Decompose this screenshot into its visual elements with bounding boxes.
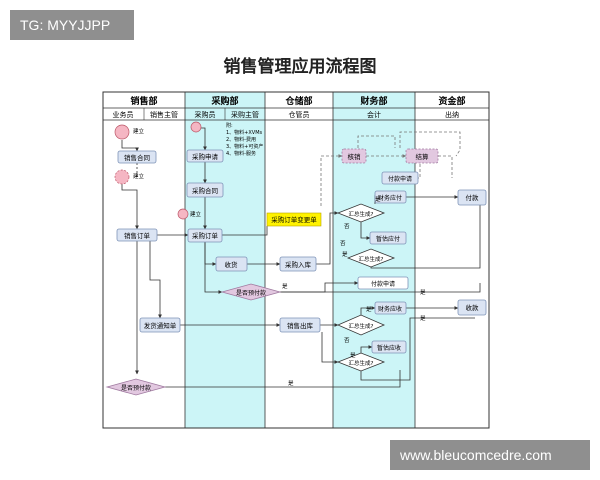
svg-text:汇总生成?: 汇总生成? bbox=[349, 359, 374, 367]
node-purchase-contract: 采购合同 bbox=[186, 182, 224, 198]
svg-text:销售出库: 销售出库 bbox=[287, 321, 314, 330]
svg-text:财务应付: 财务应付 bbox=[378, 194, 402, 202]
svg-text:是否预付款: 是否预付款 bbox=[236, 289, 266, 297]
svg-text:付款: 付款 bbox=[466, 193, 480, 202]
note-line-4: 4、物料-服务 bbox=[226, 150, 256, 157]
svg-text:销售订单: 销售订单 bbox=[124, 231, 151, 240]
label-yes-3: 是 bbox=[342, 251, 348, 258]
node-receivable: 财务应收 bbox=[374, 301, 407, 315]
label-no-1: 否 bbox=[344, 223, 350, 230]
page-title: 销售管理应用流程图 bbox=[223, 57, 377, 77]
svg-text:暂估应收: 暂估应收 bbox=[377, 344, 401, 352]
create-label-1: 建立 bbox=[133, 127, 145, 135]
node-sales-outbound: 销售出库 bbox=[279, 317, 321, 333]
tag-label: TG: MYYJJPP bbox=[10, 10, 134, 40]
label-no-2: 否 bbox=[340, 240, 346, 247]
svg-text:采购订单: 采购订单 bbox=[192, 231, 219, 240]
label-yes-6: 是 bbox=[350, 352, 356, 359]
dept-sales: 销售部 bbox=[130, 95, 157, 107]
svg-text:财务应收: 财务应收 bbox=[378, 305, 402, 313]
dept-treasury: 资金部 bbox=[438, 95, 465, 107]
role-salesperson: 业务员 bbox=[113, 110, 134, 119]
node-receiving: 收货 bbox=[215, 256, 248, 272]
role-accountant: 会计 bbox=[367, 110, 381, 119]
node-payable: 财务应付 bbox=[374, 190, 407, 204]
node-receipt: 收款 bbox=[457, 299, 487, 316]
svg-text:采购入库: 采购入库 bbox=[285, 260, 312, 269]
label-no-3: 否 bbox=[344, 337, 350, 344]
node-sales-order: 销售订单 bbox=[116, 228, 158, 242]
start-purchase-circle bbox=[190, 121, 202, 133]
dept-finance: 财务部 bbox=[359, 95, 387, 107]
start-purchase2-circle bbox=[177, 208, 189, 220]
svg-text:汇总生成?: 汇总生成? bbox=[359, 255, 384, 263]
svg-text:付款申请: 付款申请 bbox=[388, 175, 412, 183]
create-label-2: 建立 bbox=[133, 172, 145, 180]
role-warehouse-keeper: 仓管员 bbox=[289, 110, 310, 119]
role-sales-manager: 销售主管 bbox=[150, 110, 178, 119]
start-sales2-circle bbox=[114, 169, 130, 185]
label-yes-7: 是 bbox=[420, 315, 426, 322]
node-est-payable: 暂估应付 bbox=[369, 231, 407, 245]
role-buyer: 采购员 bbox=[195, 110, 216, 119]
decision-summary-1: 汇总生成? bbox=[336, 203, 386, 223]
dept-warehouse: 仓储部 bbox=[284, 95, 312, 107]
role-purchase-manager: 采购主管 bbox=[231, 110, 259, 119]
svg-text:发货通知单: 发货通知单 bbox=[144, 321, 177, 330]
decision-prepaid-purchase: 是否预付款 bbox=[220, 283, 282, 301]
start-sales-circle bbox=[114, 124, 130, 140]
svg-text:核销: 核销 bbox=[348, 152, 362, 161]
diagram-frame bbox=[102, 91, 490, 429]
note-line-2: 2、物料-费用 bbox=[226, 136, 256, 143]
svg-text:收货: 收货 bbox=[225, 260, 239, 269]
svg-text:暂估应付: 暂估应付 bbox=[376, 235, 400, 243]
label-yes-5: 是 bbox=[366, 306, 372, 313]
create-label-3: 建立 bbox=[190, 210, 202, 218]
node-sales-contract: 销售合同 bbox=[117, 150, 157, 164]
node-po-change: 采购订单变更单 bbox=[266, 212, 322, 227]
node-settle: 结算 bbox=[405, 148, 439, 164]
node-verify: 核销 bbox=[341, 148, 367, 164]
node-pay-request-2: 付款申请 bbox=[357, 276, 409, 290]
decision-summary-2: 汇总生成? bbox=[346, 248, 396, 268]
node-purchase-inbound: 采购入库 bbox=[279, 256, 317, 272]
label-yes-2: 是 bbox=[375, 196, 381, 203]
decision-summary-3: 汇总生成? bbox=[336, 314, 386, 336]
svg-text:销售合同: 销售合同 bbox=[124, 153, 150, 162]
node-payment: 付款 bbox=[457, 189, 487, 206]
svg-text:收款: 收款 bbox=[466, 303, 480, 312]
node-pay-request: 付款申请 bbox=[381, 171, 419, 185]
svg-text:结算: 结算 bbox=[416, 152, 430, 161]
node-ship-notice: 发货通知单 bbox=[139, 317, 181, 333]
role-cashier: 出纳 bbox=[445, 110, 459, 119]
svg-text:采购订单变更单: 采购订单变更单 bbox=[271, 215, 317, 224]
svg-text:付款申请: 付款申请 bbox=[371, 280, 395, 288]
decision-summary-4: 汇总生成? bbox=[336, 352, 386, 372]
label-yes-4: 是 bbox=[420, 289, 426, 296]
svg-text:汇总生成?: 汇总生成? bbox=[349, 210, 374, 218]
node-purchase-request: 采购申请 bbox=[186, 149, 224, 163]
note-line-3: 3、物料+可资产 bbox=[226, 143, 263, 150]
dept-purchase: 采购部 bbox=[210, 95, 238, 107]
decision-prepaid-sales: 是否预付款 bbox=[105, 378, 167, 396]
note-line-1: 1、物料+XVMs bbox=[226, 129, 263, 136]
svg-text:是否预付款: 是否预付款 bbox=[121, 384, 151, 392]
watermark-label: www.bleucomcedre.com bbox=[390, 440, 590, 470]
node-purchase-order: 采购订单 bbox=[187, 228, 223, 243]
note-line-0: 附: bbox=[226, 122, 233, 129]
label-yes-8: 是 bbox=[288, 380, 294, 387]
svg-text:采购申请: 采购申请 bbox=[192, 152, 219, 161]
label-yes-1: 是 bbox=[282, 283, 288, 290]
svg-text:采购合同: 采购合同 bbox=[192, 186, 218, 195]
svg-text:汇总生成?: 汇总生成? bbox=[349, 322, 374, 330]
node-est-receivable: 暂估应收 bbox=[371, 340, 407, 354]
